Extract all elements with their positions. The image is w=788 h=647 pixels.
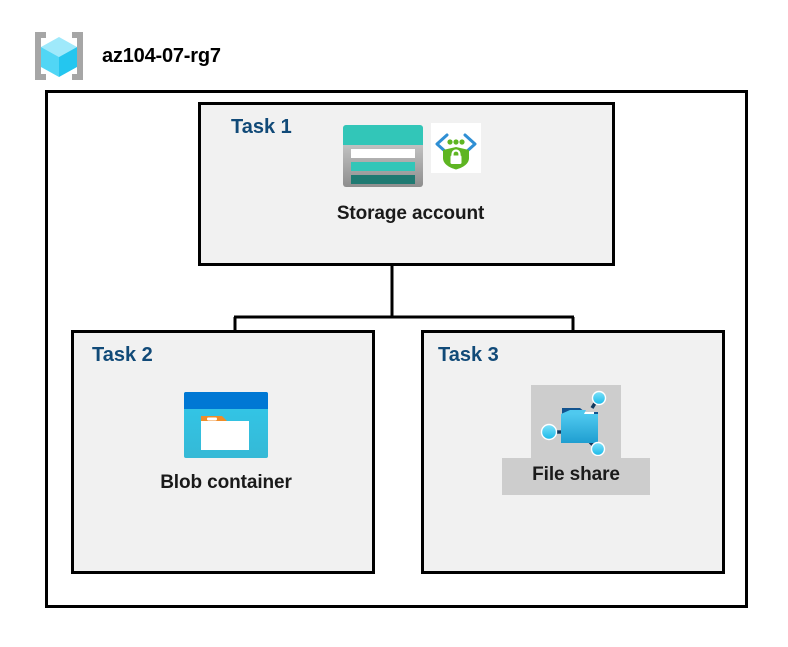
file-share-icon-highlight xyxy=(531,385,621,458)
task-box-1[interactable]: Task 1 xyxy=(198,102,615,266)
resource-group-boundary xyxy=(45,90,748,608)
resource-group-header: az104-07-rg7 xyxy=(30,26,350,86)
task-box-2[interactable]: Task 2 xyxy=(71,330,375,574)
resource-group-name: az104-07-rg7 xyxy=(102,44,221,67)
storage-account-caption: Storage account xyxy=(336,203,485,224)
task-1-label: Task 1 xyxy=(231,116,292,138)
task-3-label: Task 3 xyxy=(438,344,499,366)
storage-account-node[interactable]: Storage account xyxy=(298,123,523,225)
resource-group-icon xyxy=(30,29,88,83)
task-2-label: Task 2 xyxy=(92,344,153,366)
file-share-caption: File share xyxy=(502,458,650,495)
blob-container-icon xyxy=(182,390,270,460)
storage-account-icon xyxy=(341,123,425,189)
storage-icon-row xyxy=(341,123,481,197)
file-share-icon xyxy=(540,390,612,456)
secure-endpoint-shield-icon xyxy=(430,123,481,173)
blob-container-node[interactable]: Blob container xyxy=(126,390,326,494)
blob-container-caption: Blob container xyxy=(160,472,292,493)
file-share-node[interactable]: File share xyxy=(502,385,650,495)
task-box-3[interactable]: Task 3 xyxy=(421,330,725,574)
